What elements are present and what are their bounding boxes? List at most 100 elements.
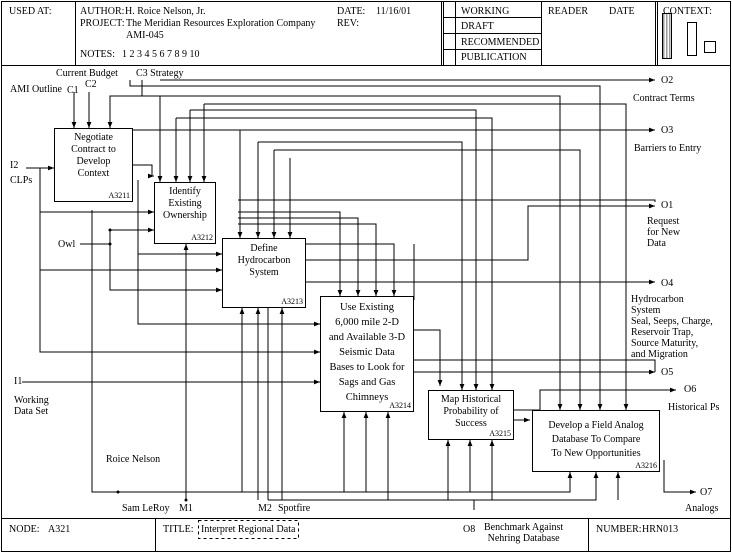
arrow-c-a3215 <box>176 117 495 390</box>
project-value-2: AMI-045 <box>126 30 164 41</box>
label-request: Request for New Data <box>647 216 681 249</box>
date-label: DATE: <box>337 6 366 17</box>
label-barriers: Barriers to Entry <box>634 143 702 154</box>
arrow-a3212-a3214b <box>238 217 361 296</box>
arrow-a3212-a3214a <box>238 211 343 296</box>
label-c1: C1 <box>67 85 79 96</box>
label-historical-ps: Historical Ps <box>668 402 720 413</box>
arrow-c-a3215b <box>190 109 479 390</box>
label-hydrocarbon-system: Hydrocarbon System Seal, Seeps, Charge, … <box>631 294 713 360</box>
arrow-m2-a3215 <box>268 440 451 501</box>
arrow-a3214-a3215 <box>414 329 443 386</box>
label-o1: O1 <box>661 200 674 211</box>
activity-a3216-label: Develop a Field Analog Database To Compa… <box>548 420 644 459</box>
project-value: The Meridian Resources Exploration Compa… <box>126 18 316 29</box>
label-analogs: Analogs <box>685 503 719 514</box>
label-c3-strategy: C3 Strategy <box>136 68 184 79</box>
arrow-c-a3216c <box>274 149 583 410</box>
label-m1: M1 <box>179 503 193 514</box>
activity-a3215-label: Map Historical Probability of Success <box>440 394 502 429</box>
title-frame <box>198 520 299 539</box>
label-current-budget: Current Budget <box>56 68 118 79</box>
activity-a3213[interactable]: Define Hydrocarbon System A3213 <box>222 238 306 308</box>
label-sam-leroy: Sam LeRoy <box>122 503 170 514</box>
arrow-a3213-a3214 <box>306 243 397 296</box>
activity-a3215[interactable]: Map Historical Probability of Success A3… <box>428 390 514 440</box>
status-publication: PUBLICATION <box>461 52 527 63</box>
arrow-o6 <box>514 387 676 411</box>
status-draft: DRAFT <box>461 21 494 32</box>
arrow-a3211-a3212 <box>133 164 154 179</box>
arrow-c3-a3211 <box>107 80 143 128</box>
activity-a3216[interactable]: Develop a Field Analog Database To Compa… <box>532 410 660 472</box>
arrow-m1-a3213 <box>91 210 245 493</box>
activity-a3213-code: A3213 <box>281 297 303 306</box>
label-ami-outline: AMI Outline <box>10 84 62 95</box>
rev-label: REV: <box>337 18 360 29</box>
arrow-c-a3216b <box>204 103 629 410</box>
arrow-budget-a3216 <box>129 80 603 410</box>
label-o6: O6 <box>684 384 697 395</box>
date-value: 11/16/01 <box>376 6 412 17</box>
label-contract-terms: Contract Terms <box>633 93 695 104</box>
number-value: HRN013 <box>642 524 679 535</box>
activity-a3211-code: A3211 <box>108 191 130 200</box>
arrow-owl-a3214 <box>137 180 320 327</box>
arrow-c3-a3216 <box>110 95 563 410</box>
label-i2: I2 <box>10 160 19 171</box>
activity-a3214[interactable]: Use Existing 6,000 mile 2-D and Availabl… <box>320 296 414 412</box>
arrow-m1-a3216 <box>242 472 573 493</box>
notes-numbers: 1 2 3 4 5 6 7 8 9 10 <box>122 49 200 60</box>
activity-a3214-code: A3214 <box>389 401 411 410</box>
context-box-1 <box>662 13 672 59</box>
activity-a3214-label: Use Existing 6,000 mile 2-D and Availabl… <box>328 302 406 403</box>
arrow-o1 <box>306 203 655 261</box>
context-label: CONTEXT: <box>663 6 712 17</box>
label-working-data-set: Working Data Set <box>14 395 49 417</box>
node-value: A321 <box>48 524 71 535</box>
arrow-i2-a3214 <box>39 270 320 355</box>
label-i1: I1 <box>14 376 23 387</box>
label-roice-nelson: Roice Nelson <box>106 454 161 465</box>
author-label: AUTHOR: <box>80 6 125 17</box>
label-owl: Owl <box>58 239 76 250</box>
activity-a3216-code: A3216 <box>635 461 657 470</box>
activity-a3215-code: A3215 <box>489 429 511 438</box>
status-recommended: RECOMMENDED <box>461 37 540 48</box>
project-label: PROJECT: <box>80 18 125 29</box>
arrow-c-a3215c <box>258 141 465 390</box>
context-box-3 <box>704 41 716 53</box>
notes-label: NOTES: <box>80 49 115 60</box>
arrow-owl-a3212 <box>80 227 154 245</box>
label-o2: O2 <box>661 75 674 86</box>
activity-a3211[interactable]: Negotiate Contract to Develop Context A3… <box>54 128 133 202</box>
arrow-owl-a3213 <box>109 244 222 293</box>
label-o8: O8 <box>463 524 476 535</box>
node-label: NODE: <box>9 524 40 535</box>
activity-a3212-code: A3212 <box>191 233 213 242</box>
used-at-label: USED AT: <box>9 6 52 17</box>
label-spotfire: Spotfire <box>278 503 311 514</box>
label-benchmark: Benchmark Against Nehring Database <box>484 522 564 544</box>
label-o7: O7 <box>700 487 713 498</box>
arrow-spotfire-a3216 <box>282 472 599 501</box>
reader-label: READER <box>548 6 588 17</box>
label-clps: CLPs <box>10 175 33 186</box>
reader-date-label: DATE <box>609 6 635 17</box>
activity-a3213-label: Define Hydrocarbon System <box>237 243 291 278</box>
activity-a3212[interactable]: Identify Existing Ownership A3212 <box>154 182 216 244</box>
label-m2: M2 <box>258 503 272 514</box>
label-c2: C2 <box>85 79 97 90</box>
number-label: NUMBER: <box>596 524 642 535</box>
activity-a3211-label: Negotiate Contract to Develop Context <box>71 132 116 179</box>
label-o5: O5 <box>661 367 674 378</box>
activity-a3212-label: Identify Existing Ownership <box>163 186 207 221</box>
label-o4: O4 <box>661 278 674 289</box>
label-o3: O3 <box>661 125 674 136</box>
title-label: TITLE: <box>163 524 194 535</box>
status-working: WORKING <box>461 6 510 17</box>
arrow-o7 <box>663 460 696 495</box>
